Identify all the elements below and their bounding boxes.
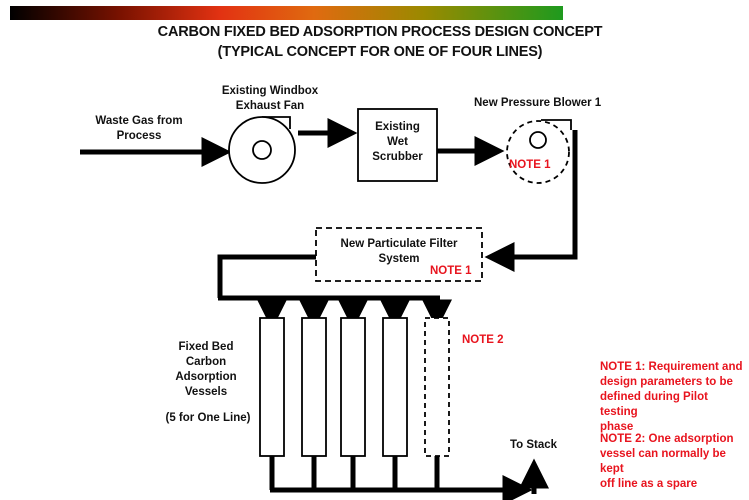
adsorption-vessel-2: [301, 317, 327, 457]
adsorption-vessel-1: [259, 317, 285, 457]
scrubber-label-line1: Existing: [375, 121, 420, 133]
windbox-fan-label-line1: Existing Windbox: [221, 85, 319, 97]
filter-to-header-line: [217, 254, 316, 298]
blower-to-filter-line: [484, 130, 578, 272]
note1-line2: design parameters to be: [600, 376, 733, 388]
scrubber-label-line3: Scrubber: [372, 151, 423, 163]
waste-gas-label-line2: Process: [116, 130, 162, 142]
vessels-label-line2: Carbon: [185, 356, 227, 368]
diagram-title: CARBON FIXED BED ADSORPTION PROCESS DESI…: [157, 24, 603, 40]
note1-text: NOTE 1: Requirement and design parameter…: [600, 360, 748, 435]
particulate-filter-label-line1: New Particulate Filter: [340, 238, 458, 250]
vessels-label-line1: Fixed Bed: [178, 341, 234, 353]
windbox-fan-label: Existing Windbox Exhaust Fan: [210, 84, 330, 114]
diagram-subtitle: (TYPICAL CONCEPT FOR ONE OF FOUR LINES): [217, 44, 543, 60]
note2-line2: vessel can normally be kept: [600, 448, 726, 475]
vessel-note2-tag: NOTE 2: [462, 334, 504, 346]
wet-scrubber-box: [357, 108, 438, 182]
pressure-blower-icon: [506, 119, 572, 184]
vessels-label-line4: Vessels: [184, 386, 228, 398]
adsorption-vessel-5-spare: [424, 317, 450, 457]
note2-text: NOTE 2: One adsorption vessel can normal…: [600, 432, 748, 492]
scrubber-label-line2: Wet: [387, 136, 408, 148]
adsorption-vessel-3: [340, 317, 366, 457]
title-gradient-bar: [10, 6, 563, 20]
blower-note1-tag: NOTE 1: [509, 159, 551, 171]
windbox-fan-label-line2: Exhaust Fan: [235, 100, 305, 112]
pressure-blower-label: New Pressure Blower 1: [474, 97, 602, 109]
vessels-label-line3: Adsorption: [175, 371, 237, 383]
particulate-filter-label: New Particulate Filter System: [316, 237, 482, 267]
windbox-fan-icon: [228, 116, 296, 184]
note2-line3: off line as a spare: [600, 478, 698, 490]
particulate-filter-label-line2: System: [378, 253, 420, 265]
note1-line3: defined during Pilot testing: [600, 391, 708, 418]
vessels-count-label: (5 for One Line): [165, 412, 251, 424]
to-stack-label: To Stack: [510, 439, 558, 451]
vessels-label: Fixed Bed Carbon Adsorption Vessels: [166, 340, 246, 400]
filter-note1-tag: NOTE 1: [430, 265, 472, 277]
waste-gas-label-line1: Waste Gas from: [95, 115, 183, 127]
note1-line4: phase: [600, 421, 634, 433]
waste-gas-label: Waste Gas from Process: [84, 114, 194, 144]
scrubber-label: Existing Wet Scrubber: [358, 120, 437, 165]
note1-line1: NOTE 1: Requirement and: [600, 361, 743, 373]
note2-line1: NOTE 2: One adsorption: [600, 433, 734, 445]
adsorption-vessel-4: [382, 317, 408, 457]
